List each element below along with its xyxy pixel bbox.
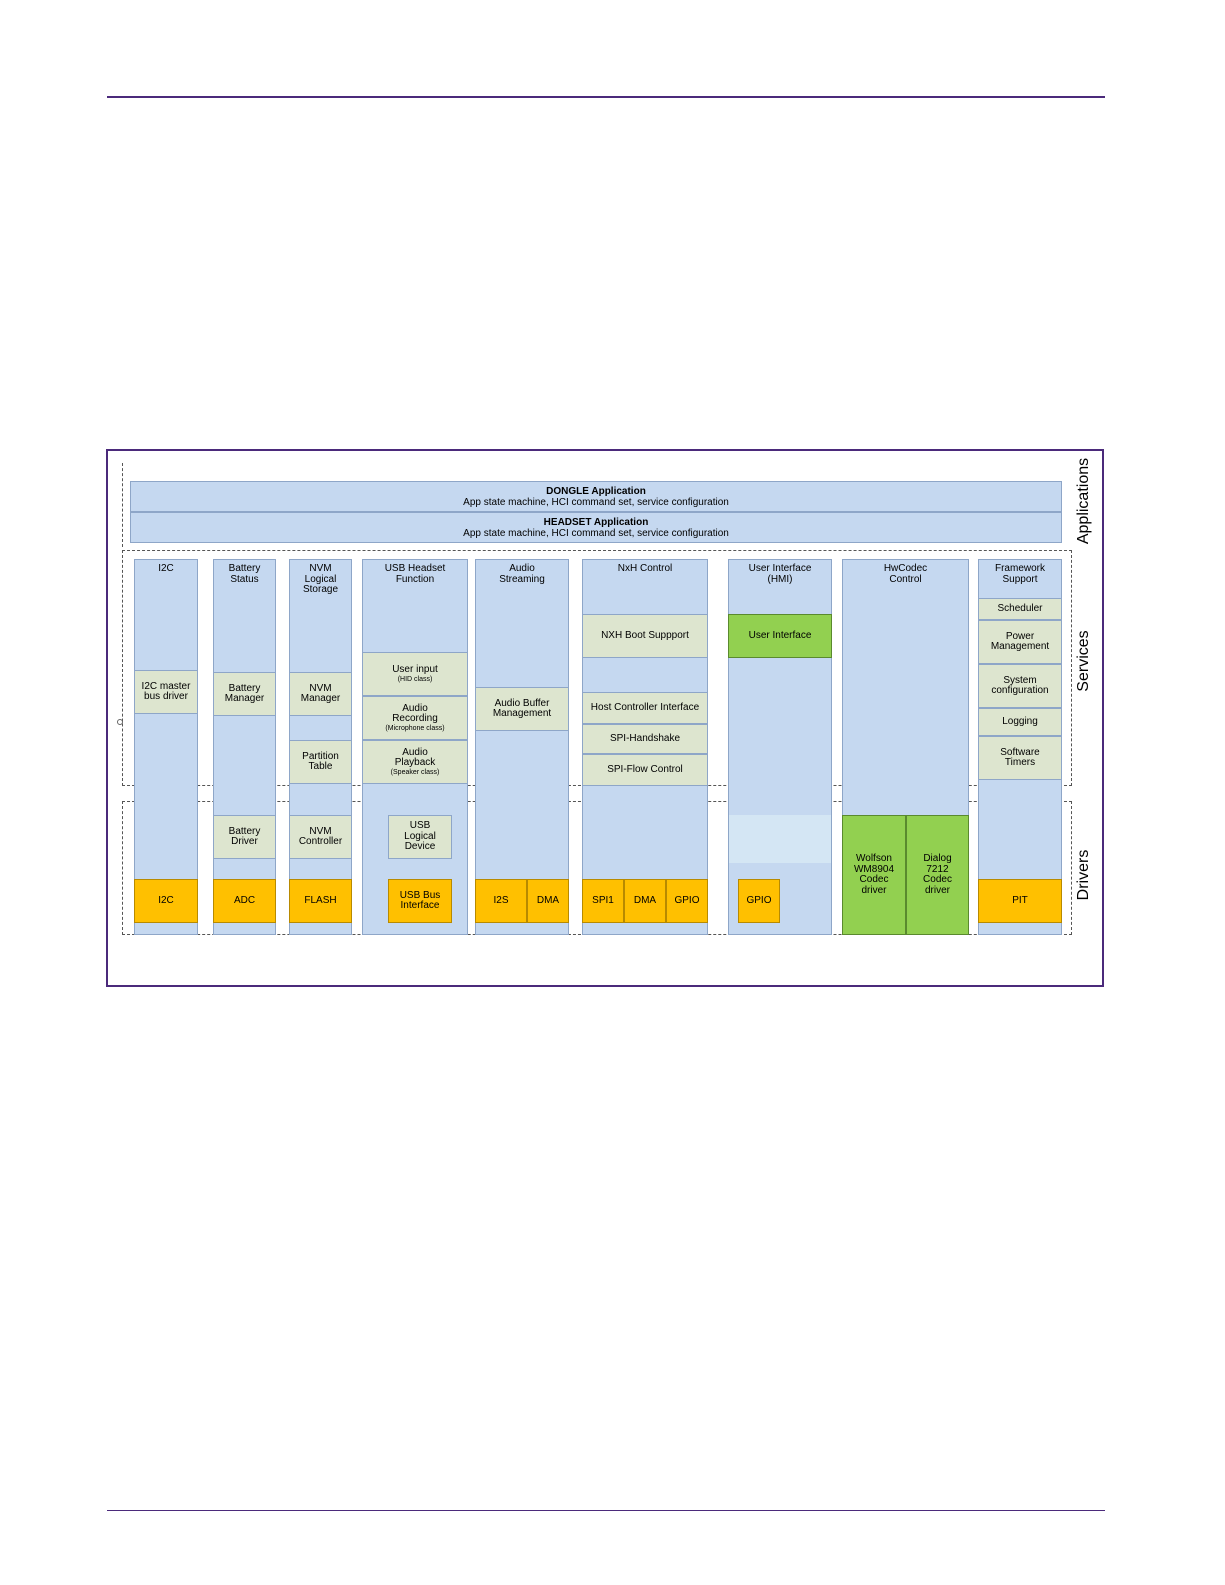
nxh-dma-driver: DMA xyxy=(624,879,666,923)
hwcodec-control-title: HwCodec Control xyxy=(883,563,928,585)
nxh-boot-support: NXH Boot Suppport xyxy=(582,614,708,658)
nvm-controller: NVM Controller xyxy=(289,815,352,859)
partition-table: Partition Table xyxy=(289,740,352,784)
usb-headset-function-title: USB Headset Function xyxy=(384,563,446,585)
applications-layer-region xyxy=(122,463,1074,547)
usb-user-input-label: User input xyxy=(392,664,438,676)
adc-driver: ADC xyxy=(213,879,276,923)
headset-application-subtitle: App state machine, HCI command set, serv… xyxy=(463,527,729,539)
nvm-column-title: NVM Logical Storage xyxy=(302,563,339,595)
nxh-gpio-driver: GPIO xyxy=(666,879,708,923)
audio-streaming-title: Audio Streaming xyxy=(499,563,545,585)
framework-support-title: Framework Support xyxy=(994,563,1045,585)
dongle-application: DONGLE Application App state machine, HC… xyxy=(130,481,1062,512)
headset-application: HEADSET Application App state machine, H… xyxy=(130,512,1062,543)
i2c-column-title: I2C xyxy=(158,563,174,574)
audio-dma-driver: DMA xyxy=(527,879,569,923)
usb-audio-recording-label: Audio Recording xyxy=(392,702,438,725)
battery-status-column: Battery Status xyxy=(213,559,276,935)
battery-manager: Battery Manager xyxy=(213,672,276,716)
drivers-layer-label: Drivers xyxy=(1075,849,1092,901)
user-interface-service: User Interface xyxy=(728,614,832,658)
usb-audio-playback: Audio Playback (Speaker class) xyxy=(362,740,468,784)
pit-driver: PIT xyxy=(978,879,1062,923)
dialog-codec-driver: Dialog 7212 Codec driver xyxy=(906,815,969,935)
usb-user-input-class: (HID class) xyxy=(397,675,433,683)
spi-flow-control: SPI-Flow Control xyxy=(582,754,708,786)
flash-driver: FLASH xyxy=(289,879,352,923)
i2c-driver: I2C xyxy=(134,879,198,923)
logging: Logging xyxy=(978,708,1062,736)
audio-buffer-management: Audio Buffer Management xyxy=(475,687,569,731)
usb-audio-playback-label: Audio Playback xyxy=(394,746,436,769)
spi-handshake: SPI-Handshake xyxy=(582,724,708,754)
services-layer-label: Services xyxy=(1075,630,1092,692)
host-controller-interface: Host Controller Interface xyxy=(582,692,708,724)
usb-audio-playback-class: (Speaker class) xyxy=(390,768,440,776)
wolfson-codec-driver: Wolfson WM8904 Codec driver xyxy=(842,815,906,935)
top-rule xyxy=(107,96,1105,98)
user-interface-title: User Interface (HMI) xyxy=(748,563,812,585)
headset-application-title: HEADSET Application xyxy=(543,516,649,528)
audio-streaming-column: Audio Streaming xyxy=(475,559,569,935)
applications-layer-label: Applications xyxy=(1075,457,1092,545)
usb-user-input: User input (HID class) xyxy=(362,652,468,696)
usb-audio-recording-class: (Microphone class) xyxy=(385,724,445,732)
power-management: Power Management xyxy=(978,620,1062,664)
nxh-control-title: NxH Control xyxy=(617,563,673,574)
usb-bus-interface-driver: USB Bus Interface xyxy=(388,879,452,923)
left-edge-marker xyxy=(117,719,123,725)
dongle-application-title: DONGLE Application xyxy=(546,485,646,497)
system-configuration: System configuration xyxy=(978,664,1062,708)
user-interface-driver-area xyxy=(729,815,831,863)
i2s-driver: I2S xyxy=(475,879,527,923)
spi1-driver: SPI1 xyxy=(582,879,624,923)
scheduler: Scheduler xyxy=(978,598,1062,620)
usb-audio-recording: Audio Recording (Microphone class) xyxy=(362,696,468,740)
i2c-master-bus-driver: I2C master bus driver xyxy=(134,670,198,714)
bottom-rule xyxy=(107,1510,1105,1511)
architecture-diagram-frame: DONGLE Application App state machine, HC… xyxy=(106,449,1104,987)
software-timers: Software Timers xyxy=(978,736,1062,780)
i2c-column: I2C xyxy=(134,559,198,935)
usb-logical-device: USB Logical Device xyxy=(388,815,452,859)
nvm-manager: NVM Manager xyxy=(289,672,352,716)
dongle-application-subtitle: App state machine, HCI command set, serv… xyxy=(463,496,729,508)
battery-status-title: Battery Status xyxy=(228,563,261,585)
battery-driver: Battery Driver xyxy=(213,815,276,859)
ui-gpio-driver: GPIO xyxy=(738,879,780,923)
